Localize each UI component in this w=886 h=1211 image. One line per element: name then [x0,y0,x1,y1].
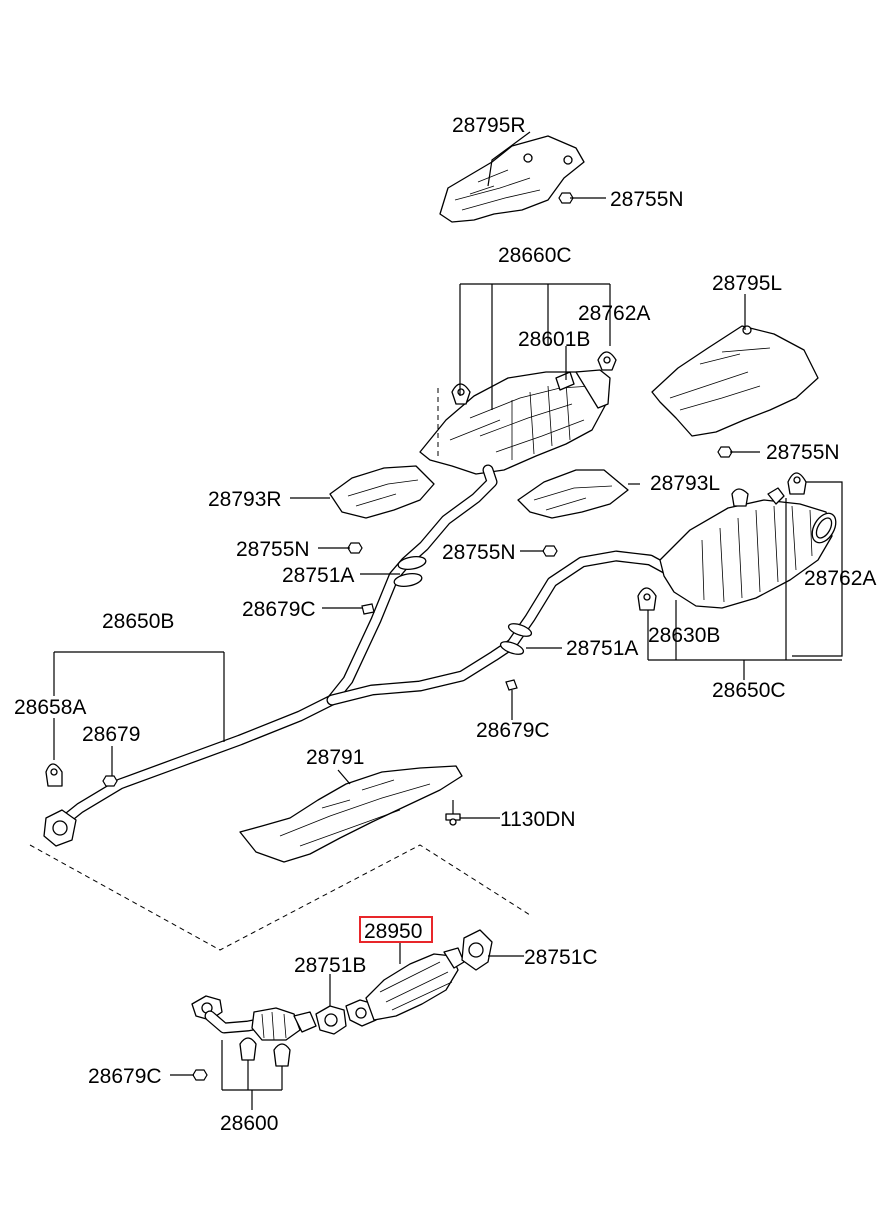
detail-outline [29,844,531,951]
label-28791[interactable]: 28791 [306,746,364,769]
label-28658A[interactable]: 28658A [14,696,86,719]
bolt-28679C-lower [192,1069,208,1081]
label-28755N-mid[interactable]: 28755N [442,541,516,564]
leader-lines [53,131,843,1110]
front-pipe-28600 [191,995,317,1067]
hanger-28660C-left [451,383,471,405]
bolt-28679 [102,775,118,787]
heat-shield-28795R [439,135,585,223]
label-28795R[interactable]: 28795R [452,114,526,137]
label-28601B[interactable]: 28601B [518,328,590,351]
nut-28755N-top [558,192,574,204]
label-28793L[interactable]: 28793L [650,472,720,495]
label-28751A-upper[interactable]: 28751A [282,564,354,587]
label-28679C-upper[interactable]: 28679C [242,598,316,621]
bolt-28679C-mid [505,679,518,691]
heat-shield-28795L [651,325,819,437]
rear-pipe-28650C [506,550,678,650]
part-highlight-box [359,916,433,943]
label-28762A-right[interactable]: 28762A [804,567,876,590]
hanger-28630B [637,587,657,611]
heat-shield-28791 [239,765,463,863]
nut-28755N-mid [542,545,558,557]
label-28650C[interactable]: 28650C [712,679,786,702]
rear-muffler-28650C [659,499,837,609]
label-28751C[interactable]: 28751C [524,946,598,969]
gasket-28751C [461,929,493,971]
label-28679[interactable]: 28679 [82,723,140,746]
heat-shield-28793L [517,469,629,519]
gasket-28751B [315,1005,347,1035]
label-28751A-lower[interactable]: 28751A [566,637,638,660]
label-28950[interactable]: 28950 [364,920,422,943]
label-28795L[interactable]: 28795L [712,272,782,295]
heat-shield-28793R [329,465,435,519]
label-28679C-mid[interactable]: 28679C [476,719,550,742]
main-pipe-28650B [54,464,518,830]
label-28600[interactable]: 28600 [220,1112,278,1135]
flange-front-28650B [43,809,77,847]
label-28762A-top[interactable]: 28762A [578,302,650,325]
hanger-28762A-right [787,472,807,495]
part-labels: 28795R 28755N 28660C 28762A 28601B 28795… [14,114,876,1135]
label-28751B[interactable]: 28751B [294,954,366,977]
label-28793R[interactable]: 28793R [208,488,282,511]
bolt-28679C-upper [361,603,375,615]
label-28679C-lower[interactable]: 28679C [88,1065,162,1088]
label-28660C[interactable]: 28660C [498,244,572,267]
nut-28755N-left [347,542,363,554]
label-28755N-top[interactable]: 28755N [610,188,684,211]
label-1130DN[interactable]: 1130DN [500,808,576,831]
label-28650B[interactable]: 28650B [102,610,174,633]
hanger-28762A-top [597,351,617,371]
nut-28755N-right [717,446,733,458]
label-28630B[interactable]: 28630B [648,624,720,647]
gasket-28751A-upper [393,555,427,588]
hanger-28658A [45,763,63,787]
bolt-1130DN [445,800,461,826]
hanger-28650C-top [731,487,785,507]
center-muffler-28660C [419,369,611,475]
catalytic-converter-28950 [345,947,465,1027]
label-28755N-left[interactable]: 28755N [236,538,310,561]
label-28755N-right[interactable]: 28755N [766,441,840,464]
gasket-28751A-lower [499,623,533,655]
